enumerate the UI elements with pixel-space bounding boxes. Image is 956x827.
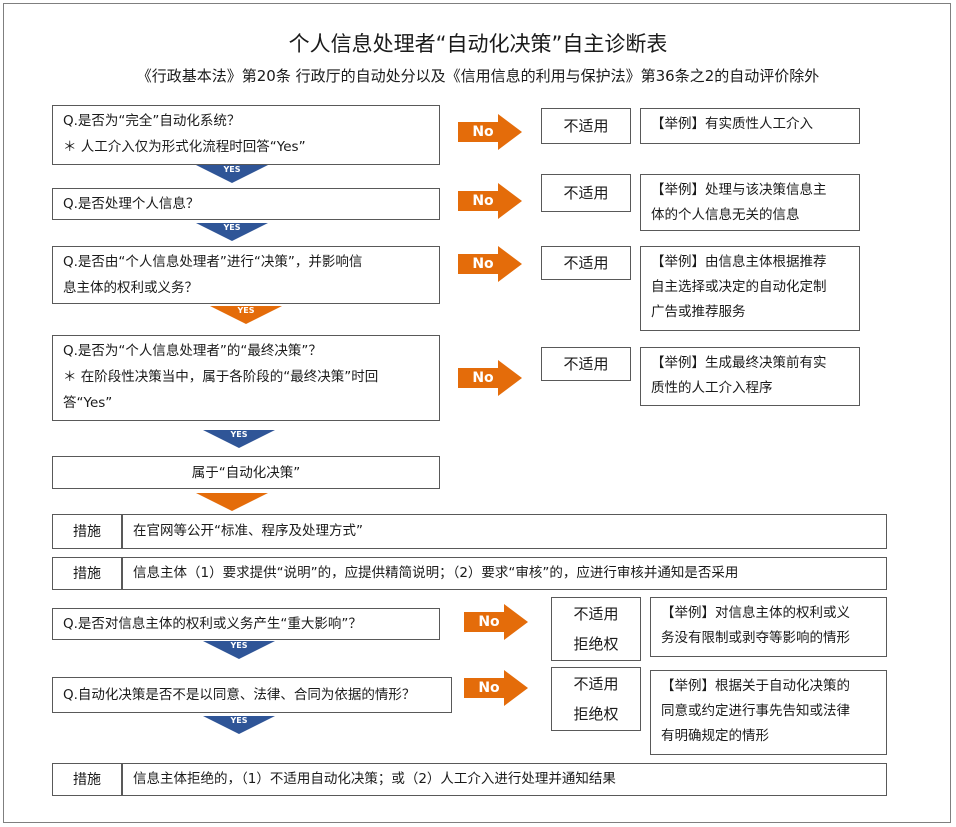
measure-box-2: 信息主体（1）要求提供“说明”的，应提供精简说明；（2）要求“审核”的，应进行审… xyxy=(122,557,887,590)
example-5-line-2: 务没有限制或剥夺等影响的情形 xyxy=(661,630,850,646)
question-box-4: Q.是否为“个人信息处理者”的“最终决策”？ ＊ 在阶段性决策当中，属于各阶段的… xyxy=(52,335,440,421)
yes-label-6: YES xyxy=(230,716,248,725)
not-applicable-box-4: 不适用 xyxy=(541,347,631,381)
refusal-right-5: 拒绝权 xyxy=(573,635,619,653)
question-5-line-1: Q.是否对信息主体的权利或义务产生“重大影响”？ xyxy=(63,616,362,632)
yes-label-3: YES xyxy=(237,306,255,315)
question-1-line-2: ＊ 人工介入仅为形式化流程时回答“Yes” xyxy=(63,139,306,155)
no-label-6: No xyxy=(478,680,500,696)
question-4-line-1: Q.是否为“个人信息处理者”的“最终决策”？ xyxy=(63,343,322,359)
question-4-line-2: ＊ 在阶段性决策当中，属于各阶段的“最终决策”时回 xyxy=(63,369,379,385)
not-applicable-box-6: 不适用 拒绝权 xyxy=(551,667,641,731)
yes-label-5: YES xyxy=(230,641,248,650)
measure-label-box-3: 措施 xyxy=(52,763,122,796)
example-3-line-3: 广告或推荐服务 xyxy=(651,304,746,320)
no-label-4: No xyxy=(472,370,494,386)
measure-label-2: 措施 xyxy=(73,565,101,582)
measure-box-1: 在官网等公开“标准、程序及处理方式” xyxy=(122,514,887,549)
no-label-3: No xyxy=(472,256,494,272)
measure-label-3: 措施 xyxy=(73,771,101,788)
automated-decision-box: 属于“自动化决策” xyxy=(52,456,440,489)
no-arrow-5: No xyxy=(464,604,528,640)
yes-arrow-3: YES xyxy=(210,306,282,324)
not-applicable-6: 不适用 xyxy=(573,675,619,693)
example-4-line-2: 质性的人工介入程序 xyxy=(651,380,773,396)
yes-arrow-6: YES xyxy=(203,716,275,734)
example-2-line-1: 【举例】处理与该决策信息主 xyxy=(651,182,827,198)
measure-label-1: 措施 xyxy=(73,523,101,540)
page-subtitle: 《行政基本法》第20条 行政厅的自动处分以及《信用信息的利用与保护法》第36条之… xyxy=(136,67,820,85)
not-applicable-box-1: 不适用 xyxy=(541,108,631,144)
no-label-5: No xyxy=(478,614,500,630)
question-box-3: Q.是否由“个人信息处理者”进行“决策”，并影响信 息主体的权利或义务？ xyxy=(52,246,440,304)
yes-label-2: YES xyxy=(223,223,241,232)
measure-3-text: 信息主体拒绝的，（1）不适用自动化决策；或（2）人工介入进行处理并通知结果 xyxy=(133,771,616,787)
yes-arrow-4: YES xyxy=(203,430,275,448)
yes-arrow-1: YES xyxy=(196,165,268,183)
example-6-line-2: 同意或约定进行事先告知或法律 xyxy=(661,703,850,719)
example-box-3: 【举例】由信息主体根据推荐 自主选择或决定的自动化定制 广告或推荐服务 xyxy=(640,246,860,331)
question-3-line-2: 息主体的权利或义务？ xyxy=(63,280,198,296)
question-3-line-1: Q.是否由“个人信息处理者”进行“决策”，并影响信 xyxy=(63,254,363,270)
no-label-2: No xyxy=(472,193,494,209)
no-arrow-6: No xyxy=(464,670,528,706)
page-title: 个人信息处理者“自动化决策”自主诊断表 xyxy=(288,32,668,56)
not-applicable-box-5: 不适用 拒绝权 xyxy=(551,597,641,661)
example-3-line-2: 自主选择或决定的自动化定制 xyxy=(651,279,827,295)
question-6-line-1: Q.自动化决策是否不是以同意、法律、合同为依据的情形？ xyxy=(63,687,416,703)
no-arrow-4: No xyxy=(458,360,522,396)
example-3-line-1: 【举例】由信息主体根据推荐 xyxy=(651,254,827,270)
yes-arrow-2: YES xyxy=(196,223,268,241)
question-1-line-1: Q.是否为“完全”自动化系统？ xyxy=(63,113,241,129)
measure-box-3: 信息主体拒绝的，（1）不适用自动化决策；或（2）人工介入进行处理并通知结果 xyxy=(122,763,887,796)
example-box-6: 【举例】根据关于自动化决策的 同意或约定进行事先告知或法律 有明确规定的情形 xyxy=(650,670,887,755)
no-arrow-2: No xyxy=(458,183,522,219)
automated-decision-label: 属于“自动化决策” xyxy=(191,464,301,481)
example-2-line-2: 体的个人信息无关的信息 xyxy=(651,207,800,223)
question-2-line-1: Q.是否处理个人信息？ xyxy=(63,196,200,212)
question-box-2: Q.是否处理个人信息？ xyxy=(52,188,440,220)
question-4-line-3: 答“Yes” xyxy=(63,395,113,411)
not-applicable-5: 不适用 xyxy=(573,605,619,623)
not-applicable-box-2: 不适用 xyxy=(541,174,631,212)
yes-label-1: YES xyxy=(223,165,241,174)
question-box-5: Q.是否对信息主体的权利或义务产生“重大影响”？ xyxy=(52,608,440,640)
refusal-right-6: 拒绝权 xyxy=(573,705,619,723)
not-applicable-3: 不适用 xyxy=(563,254,609,272)
yes-label-4: YES xyxy=(230,430,248,439)
not-applicable-4: 不适用 xyxy=(563,355,609,373)
not-applicable-box-3: 不适用 xyxy=(541,246,631,280)
example-box-2: 【举例】处理与该决策信息主 体的个人信息无关的信息 xyxy=(640,174,860,231)
example-4-line-1: 【举例】生成最终决策前有实 xyxy=(651,355,827,371)
not-applicable-2: 不适用 xyxy=(563,184,609,202)
measure-1-text: 在官网等公开“标准、程序及处理方式” xyxy=(133,523,363,539)
example-6-line-1: 【举例】根据关于自动化决策的 xyxy=(661,678,850,694)
not-applicable-1: 不适用 xyxy=(563,117,609,135)
diagram-frame xyxy=(3,3,951,823)
yes-arrow-5: YES xyxy=(203,641,275,659)
example-1-line-1: 【举例】有实质性人工介入 xyxy=(651,116,813,132)
down-arrow-result xyxy=(196,493,268,511)
question-box-6: Q.自动化决策是否不是以同意、法律、合同为依据的情形？ xyxy=(52,677,452,713)
example-6-line-3: 有明确规定的情形 xyxy=(661,728,769,744)
measure-label-box-2: 措施 xyxy=(52,557,122,590)
measure-2-text: 信息主体（1）要求提供“说明”的，应提供精简说明；（2）要求“审核”的，应进行审… xyxy=(133,565,739,581)
no-arrow-3: No xyxy=(458,246,522,282)
example-5-line-1: 【举例】对信息主体的权利或义 xyxy=(661,605,850,621)
no-label-1: No xyxy=(472,124,494,140)
no-arrow-1: No xyxy=(458,114,522,150)
example-box-5: 【举例】对信息主体的权利或义 务没有限制或剥夺等影响的情形 xyxy=(650,597,887,657)
question-box-1: Q.是否为“完全”自动化系统？ ＊ 人工介入仅为形式化流程时回答“Yes” xyxy=(52,105,440,165)
example-box-1: 【举例】有实质性人工介入 xyxy=(640,108,860,144)
example-box-4: 【举例】生成最终决策前有实 质性的人工介入程序 xyxy=(640,347,860,406)
measure-label-box-1: 措施 xyxy=(52,514,122,549)
